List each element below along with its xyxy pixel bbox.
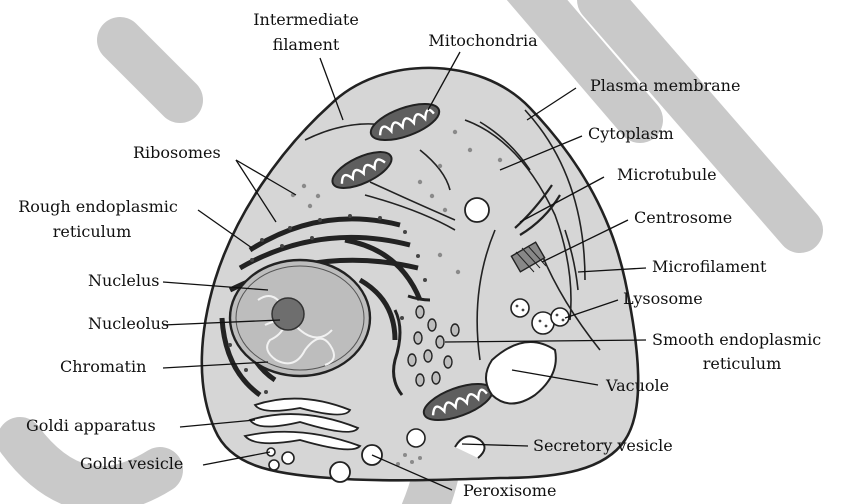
label-secretory-vesicle: Secretory vesicle bbox=[533, 436, 673, 455]
label-microfilament: Microfilament bbox=[652, 257, 767, 276]
nucleolus bbox=[272, 298, 304, 330]
label-vacuole: Vacuole bbox=[605, 376, 669, 395]
label-cytoplasm: Cytoplasm bbox=[588, 124, 674, 143]
label-smooth-er-line1: Smooth endoplasmic bbox=[652, 330, 821, 349]
label-goldi-apparatus: Goldi apparatus bbox=[26, 416, 156, 435]
label-ribosomes: Ribosomes bbox=[133, 143, 221, 162]
label-centrosome: Centrosome bbox=[634, 208, 732, 227]
label-peroxisome: Peroxisome bbox=[463, 481, 556, 500]
label-lysosome: Lysosome bbox=[623, 289, 703, 308]
label-intermediate-filament-line1: Intermediate bbox=[253, 10, 359, 29]
label-rough-er-line1: Rough endoplasmic bbox=[18, 197, 178, 216]
label-plasma-membrane: Plasma membrane bbox=[590, 76, 740, 95]
label-smooth-er-line2: reticulum bbox=[703, 354, 782, 373]
vesicle-3 bbox=[407, 429, 425, 447]
label-mitochondria: Mitochondria bbox=[428, 31, 538, 50]
label-nuclelus: Nuclelus bbox=[88, 271, 159, 290]
label-goldi-vesicle: Goldi vesicle bbox=[80, 454, 183, 473]
label-intermediate-filament-line2: filament bbox=[273, 35, 340, 54]
label-chromatin: Chromatin bbox=[60, 357, 146, 376]
vesicle bbox=[465, 198, 489, 222]
label-rough-er-line2: reticulum bbox=[53, 222, 132, 241]
label-nucleolus: Nucleolus bbox=[88, 314, 169, 333]
nucleus bbox=[230, 260, 370, 376]
label-microtubule: Microtubule bbox=[617, 165, 717, 184]
vesicle-2 bbox=[330, 462, 350, 482]
